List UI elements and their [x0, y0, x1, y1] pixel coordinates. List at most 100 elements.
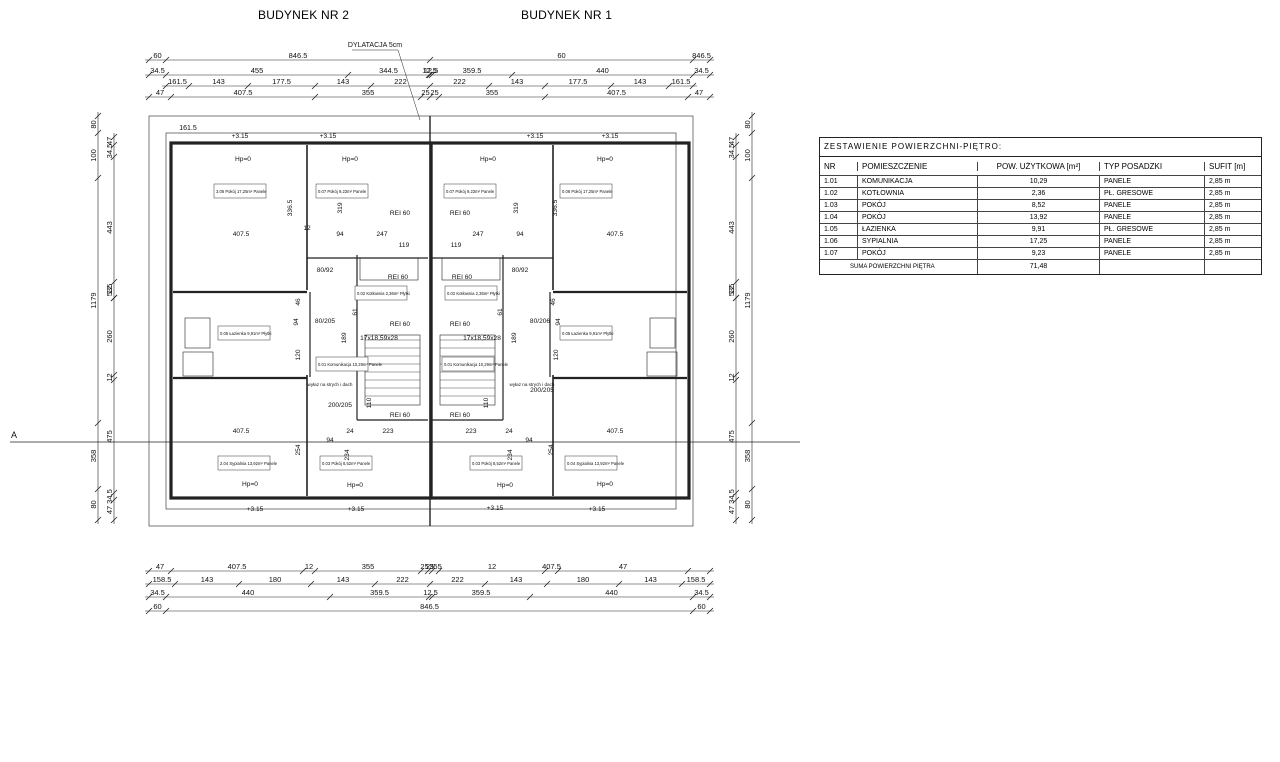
- room-tag: 0.02 Kotłownia 2,36m² Płytki: [357, 291, 410, 296]
- dimension-tick: [684, 93, 692, 101]
- plan-label: 61: [497, 308, 504, 316]
- dimension-tick: [299, 567, 307, 575]
- dimension-tick: [426, 93, 434, 101]
- dimension-tick: [541, 93, 549, 101]
- table-cell: 1.07: [820, 248, 858, 259]
- dimension-label: 359.5: [463, 66, 482, 75]
- sum-empty-2: [1205, 260, 1261, 274]
- bathroom-fixture: [649, 317, 676, 349]
- dimension-tick: [615, 580, 623, 588]
- dimension-tick: [508, 71, 516, 79]
- plan-label: 110: [483, 397, 490, 408]
- stair-outline: [364, 334, 421, 406]
- dimension-label: 25: [421, 88, 429, 97]
- plan-label: 94: [555, 318, 562, 326]
- dimension-tick: [607, 82, 615, 90]
- plan-label: +3.15: [589, 506, 606, 513]
- dimension-tick: [94, 485, 102, 493]
- dimension-tick: [94, 129, 102, 137]
- plan-label: 200/205: [530, 387, 554, 394]
- dimension-label: 47: [727, 137, 736, 145]
- dimension-tick: [541, 567, 549, 575]
- dimension-label: 260: [727, 330, 736, 343]
- plan-label: +3.15: [348, 506, 365, 513]
- dimension-tick: [162, 593, 170, 601]
- dimension-tick: [732, 516, 740, 524]
- dimension-tick: [145, 56, 153, 64]
- room-tag: 0.04 Sypialnia 13,92m² Panele: [567, 461, 625, 466]
- plan-label: Hp=0: [242, 481, 258, 488]
- table-cell: POKÓJ: [858, 248, 978, 259]
- dimension-tick: [426, 71, 434, 79]
- dimension-tick: [428, 71, 436, 79]
- dimension-tick: [162, 71, 170, 79]
- dimension-label: 475: [105, 430, 114, 443]
- dimension-tick: [94, 419, 102, 427]
- building-2-title: BUDYNEK NR 2: [258, 8, 350, 22]
- dimension-tick: [167, 567, 175, 575]
- table-header-row: NR POMIESZCZENIE POW. UŻYTKOWA [m²] TYP …: [820, 157, 1261, 176]
- dimension-tick: [367, 82, 375, 90]
- plan-label: 94: [525, 437, 533, 444]
- table-cell: 2,36: [978, 188, 1100, 199]
- plan-label: 94: [293, 318, 300, 326]
- table-cell: 1.06: [820, 236, 858, 247]
- room-tag: 0.01 Komunikacja 10,29m² Panele: [444, 362, 509, 367]
- dimension-tick: [706, 580, 714, 588]
- dimension-tick: [543, 580, 551, 588]
- room-tag-box: [315, 183, 369, 199]
- plan-label: 407.5: [607, 428, 624, 435]
- plan-label: +3.15: [247, 506, 264, 513]
- plan-label: REI 60: [450, 210, 470, 217]
- room-tag: 0.02 Kotłownia 2,36m² Płytki: [447, 291, 500, 296]
- table-cell: PŁ. GRESOWE: [1100, 224, 1205, 235]
- plan-label: 254: [295, 444, 302, 455]
- dimension-label: 535: [105, 284, 114, 297]
- header-room: POMIESZCZENIE: [858, 161, 978, 171]
- dimension-label: 12: [105, 373, 114, 381]
- room-tag-box: [319, 455, 373, 471]
- plan-label: Hp=0: [342, 156, 358, 163]
- dimension-label: 25: [430, 88, 438, 97]
- dimension-tick: [485, 82, 493, 90]
- plan-label: Hp=0: [497, 482, 513, 489]
- dimension-label: 100: [743, 149, 752, 162]
- dimension-label: 34.5: [105, 489, 114, 504]
- dimension-label: 80: [743, 120, 752, 128]
- dimension-tick: [235, 580, 243, 588]
- dimension-tick: [689, 82, 697, 90]
- room-tag: 0.05 Łazienka 9,91m² Płytki: [220, 331, 272, 336]
- room-tag-box: [217, 325, 271, 341]
- dimension-label: 359.5: [370, 588, 389, 597]
- plan-label: +3.15: [320, 133, 337, 140]
- dimension-tick: [94, 174, 102, 182]
- dilatation-label: DYLATACJA 5cm: [348, 42, 402, 49]
- plan-label: 119: [451, 242, 462, 249]
- dimension-label: 158.5: [153, 575, 172, 584]
- plan-label: 234: [507, 449, 514, 460]
- dimension-label: 455: [251, 66, 264, 75]
- dimension-label: 80: [89, 120, 98, 128]
- plan-label: REI 60: [450, 321, 470, 328]
- room-tag-box: [213, 183, 267, 199]
- table-cell: 10,29: [978, 176, 1100, 187]
- dimension-label: 34.5: [694, 66, 709, 75]
- dimension-label: 355: [429, 562, 442, 571]
- dimension-label: 34.5: [727, 489, 736, 504]
- dimension-label: 60: [557, 51, 565, 60]
- plan-label: 46: [550, 298, 557, 306]
- plan-label: REI 60: [452, 274, 472, 281]
- plan-label: 319: [337, 202, 344, 213]
- plan-label: Hp=0: [480, 156, 496, 163]
- dimension-tick: [748, 516, 756, 524]
- dimension-tick: [435, 93, 443, 101]
- dimension-tick: [426, 82, 434, 90]
- dimension-tick: [732, 496, 740, 504]
- dimension-label: 60: [697, 602, 705, 611]
- dimension-label: 407.5: [234, 88, 253, 97]
- boiler-room-fixture: [441, 257, 501, 281]
- room-tag: 3.06 Pokój 17,25m² Panele: [216, 189, 267, 194]
